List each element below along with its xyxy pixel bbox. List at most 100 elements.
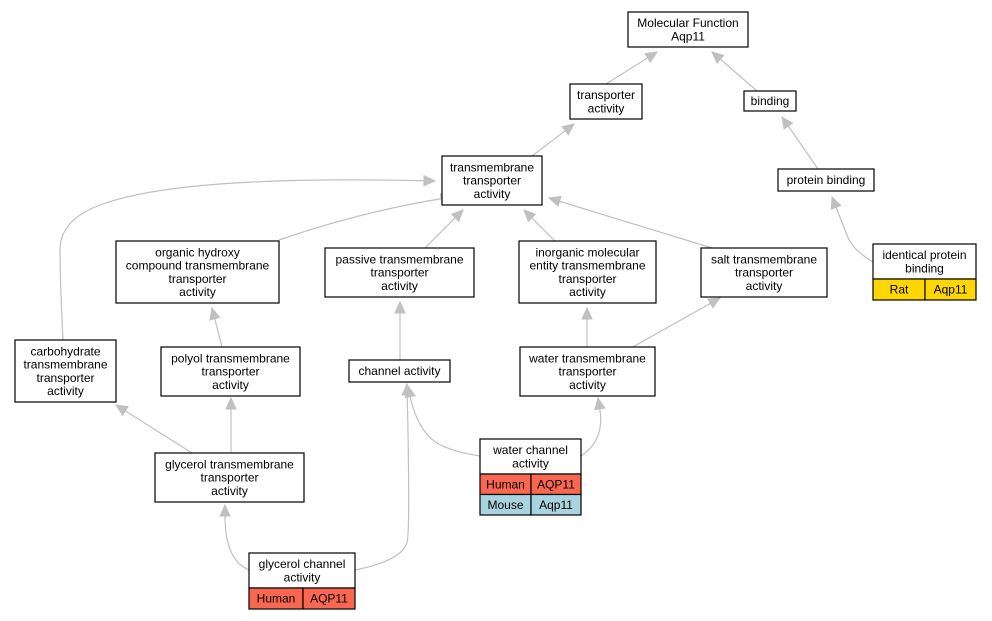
edge-protein-binding-to-binding xyxy=(781,116,819,170)
edge-line xyxy=(224,515,250,571)
term-label-line: activity xyxy=(212,378,249,392)
arrowhead xyxy=(401,382,414,396)
edge-line xyxy=(409,396,481,457)
edge-water-channel-to-water-transmembrane xyxy=(580,396,606,457)
term-box xyxy=(627,11,749,48)
term-label-line: channel activity xyxy=(358,364,440,378)
arrowhead xyxy=(581,306,593,320)
term-label-line: transporter xyxy=(36,371,94,385)
edge-line xyxy=(354,394,410,571)
edge-line xyxy=(214,318,223,348)
term-label-line: activity xyxy=(284,570,321,584)
term-label-line: activity xyxy=(569,378,606,392)
edge-identical-to-protein-binding xyxy=(830,195,874,263)
edge-line xyxy=(787,125,819,170)
gene-cell xyxy=(924,278,977,301)
term-label-line: transporter xyxy=(463,174,521,188)
term-label-line: salt transmembrane xyxy=(711,253,817,267)
edge-salt-to-transmembrane xyxy=(547,195,713,249)
go-term-carbohydrate-transmembrane[interactable]: carbohydratetransmembranetransporteracti… xyxy=(14,339,117,403)
gene-label: AQP11 xyxy=(310,592,348,606)
gene-label: Aqp11 xyxy=(539,498,573,512)
term-label-line: activity xyxy=(179,285,216,299)
edge-binding-to-molecular-function xyxy=(711,51,758,92)
edge-channel-to-passive xyxy=(394,300,406,360)
edge-line xyxy=(531,130,566,157)
species-label: Mouse xyxy=(487,498,523,512)
edge-passive-to-transmembrane xyxy=(424,209,464,249)
arrowhead xyxy=(711,51,725,64)
term-box xyxy=(777,168,875,192)
gene-cell xyxy=(302,587,356,610)
term-box xyxy=(700,247,828,298)
arrowhead xyxy=(547,195,562,207)
go-term-channel-activity[interactable]: channel activity xyxy=(348,359,451,383)
edge-glycerol-channel-to-channel xyxy=(354,382,414,571)
term-box xyxy=(115,240,280,304)
term-label-line: identical protein xyxy=(882,248,966,262)
edge-glycerol-transmembrane-to-carbohydrate xyxy=(114,404,193,454)
edge-layer xyxy=(59,51,874,571)
term-box xyxy=(441,155,543,206)
edge-line xyxy=(632,302,711,348)
edge-carbohydrate-to-transmembrane xyxy=(59,174,437,341)
term-label-line: Molecular Function xyxy=(637,16,738,30)
term-label-line: organic hydroxy xyxy=(155,245,240,259)
go-term-binding[interactable]: binding xyxy=(743,90,797,112)
term-box xyxy=(14,339,117,403)
term-box xyxy=(743,90,797,112)
term-label-line: binding xyxy=(905,261,944,275)
term-label-line: transporter xyxy=(200,471,258,485)
term-box xyxy=(518,240,657,304)
term-label-line: transporter xyxy=(735,266,793,280)
arrowhead xyxy=(219,503,231,517)
term-label-line: entity transmembrane xyxy=(529,259,645,273)
term-label-line: Aqp11 xyxy=(671,29,705,43)
species-label: Rat xyxy=(890,283,909,297)
edge-line xyxy=(59,179,425,341)
term-box xyxy=(519,346,656,397)
term-label-line: glycerol channel xyxy=(259,557,346,571)
edge-water-channel-to-channel xyxy=(404,384,481,457)
arrowhead xyxy=(830,195,842,210)
arrowhead xyxy=(114,404,129,417)
term-label-line: activity xyxy=(47,384,84,398)
term-label-line: polyol transmembrane xyxy=(171,352,290,366)
annotation-row-mouse: Mouse Aqp11 xyxy=(479,493,582,516)
go-term-glycerol-transmembrane[interactable]: glycerol transmembranetransporteractivit… xyxy=(154,452,305,503)
term-label-line: binding xyxy=(751,94,790,108)
term-box xyxy=(154,452,305,503)
arrowhead xyxy=(394,300,406,314)
go-term-protein-binding[interactable]: protein binding xyxy=(777,168,875,192)
term-label-line: activity xyxy=(211,484,248,498)
edge-inorganic-to-transmembrane xyxy=(523,209,556,242)
term-box xyxy=(348,359,451,383)
edge-line xyxy=(424,217,456,249)
edge-polyol-to-organic-hydroxy xyxy=(209,306,223,348)
species-label: Human xyxy=(486,477,525,491)
edge-line xyxy=(835,207,874,263)
term-label-line: transmembrane xyxy=(23,358,107,372)
term-label-line: transporter xyxy=(201,365,259,379)
edge-line xyxy=(124,410,193,454)
gene-cell xyxy=(530,493,582,516)
arrowhead xyxy=(225,396,237,410)
term-label-line: protein binding xyxy=(787,173,866,187)
term-label-line: water channel xyxy=(492,443,568,457)
edge-glycerol-channel-to-glycerol-transmembrane xyxy=(219,503,250,571)
edge-water-transmembrane-to-salt xyxy=(632,297,722,348)
